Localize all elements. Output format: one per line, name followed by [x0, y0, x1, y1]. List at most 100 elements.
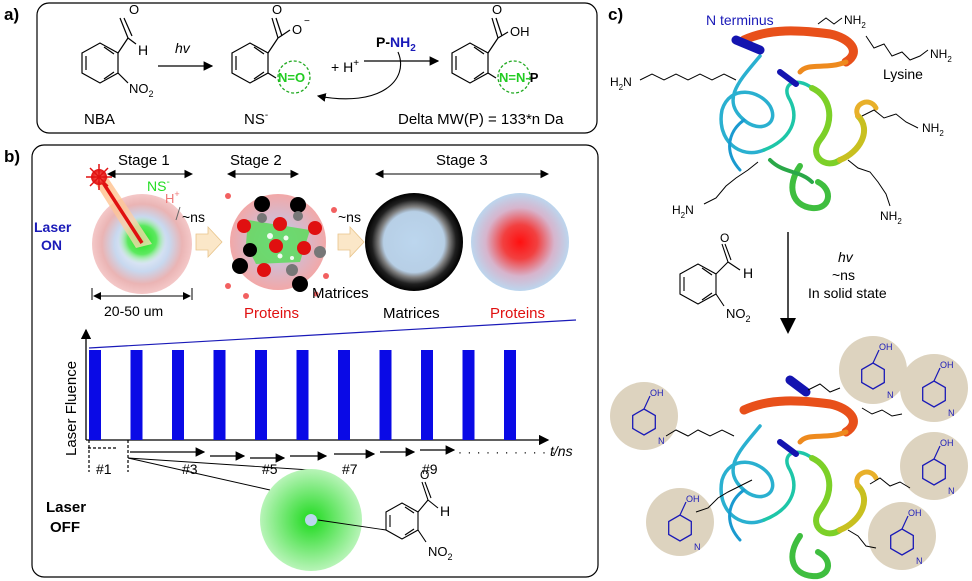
panel-b-label: b): [4, 147, 20, 166]
ns-minus-label: NS-: [147, 177, 170, 194]
adduct-n-label: N: [948, 408, 955, 418]
ns-carboxylate-minus: −: [304, 16, 310, 27]
nba-molecule: [81, 17, 137, 84]
laser-pulse: [462, 350, 475, 440]
adduct-n-label: N: [658, 436, 665, 446]
laser-off-pointer: [317, 519, 387, 531]
adduct-oh-label: OH: [940, 360, 954, 370]
adduct-benzene-ring: [922, 380, 946, 408]
lysine-chains-top: [639, 17, 929, 207]
laser-pulse: [213, 350, 226, 440]
adduct-carboxyl-bond: [679, 501, 687, 516]
delta-mw-label: Delta MW(P) = 133*n Da: [398, 111, 564, 128]
panel-a: a) O H NO2 NBA hv: [4, 2, 598, 134]
nba-molecule-c: [679, 243, 741, 307]
laser-beam-core: [98, 177, 144, 244]
adduct-oh-label: OH: [650, 388, 664, 398]
ns-time-2: ~ns: [338, 209, 361, 225]
size-label: 20-50 um: [104, 303, 163, 319]
product-oh: OH: [510, 24, 530, 39]
adduct-carboxyl-bond: [643, 395, 651, 410]
nba-c-aldehyde-h: H: [743, 265, 753, 281]
adduct-benzene-ring: [668, 514, 692, 542]
ns-time-1: ~ns: [182, 209, 205, 225]
laser-off-center-dot: [305, 514, 317, 526]
time-label-c: ~ns: [832, 267, 855, 283]
laser-pulse: [172, 350, 184, 440]
adduct-n-label: N: [916, 556, 923, 566]
nba-molecule-b: [385, 481, 439, 543]
state-label-c: In solid state: [808, 285, 887, 301]
laser-pulse: [130, 350, 143, 440]
ns-label: NS-: [244, 110, 268, 128]
nba-aldehyde-h: H: [138, 42, 148, 58]
hv-label-a: hv: [175, 40, 191, 56]
laser-off-line-1: Laser: [46, 499, 86, 516]
laser-on-line-1: Laser: [34, 219, 72, 235]
stage-3-label: Stage 3: [436, 152, 488, 169]
adduct-circle: [646, 488, 714, 556]
reagent-protein: P-NH2: [376, 34, 416, 54]
adduct-circle: [900, 432, 968, 500]
adduct-benzene-ring: [632, 408, 656, 436]
continuation-dots: · · · · · · · · · · ·: [458, 445, 556, 459]
stage-3-matrices-label: Matrices: [383, 305, 440, 322]
pulse-label-1: #1: [96, 461, 112, 477]
adduct-benzene-ring: [890, 528, 914, 556]
adduct-carboxyl-bond: [933, 445, 941, 460]
laser-pulse: [296, 350, 309, 440]
nba-oxygen: O: [129, 2, 139, 17]
ns-molecule: [231, 17, 291, 84]
h2n-left: H2N: [610, 75, 632, 92]
n-terminus-label: N terminus: [706, 12, 774, 28]
panel-c-label: c): [608, 5, 623, 24]
nba-b-no2: NO2: [428, 544, 453, 562]
panel-a-label: a): [4, 5, 19, 24]
stage-3-proteins-label: Proteins: [490, 305, 545, 322]
panel-a-frame: [36, 2, 598, 134]
stage-2-matrices-label: Matrices: [312, 285, 369, 302]
laser-pulse: [379, 350, 392, 440]
reaction-arrow-c-head: [780, 318, 796, 334]
adduct-circle: [610, 382, 678, 450]
block-arrow-2: [337, 225, 365, 259]
nh2-right: NH2: [930, 47, 952, 64]
nba-label: NBA: [84, 111, 115, 128]
pulse-label-7: #7: [342, 461, 358, 477]
stage-2-label: Stage 2: [230, 152, 282, 169]
stage-3-matrix-ring: [365, 193, 463, 291]
stage-2-particles: [225, 193, 337, 299]
ns-nitroso-circle: [277, 60, 311, 94]
ns-oxygen-top: O: [272, 2, 282, 17]
laser-pulse: [504, 350, 516, 440]
laser-pulse: [89, 350, 101, 440]
laser-pulse: [338, 350, 350, 440]
fluence-axis-label: Laser Fluence: [63, 361, 80, 456]
nh2-top: NH2: [844, 13, 866, 30]
product-azo-group: N=N-P: [499, 70, 539, 85]
adduct-benzene-ring: [922, 458, 946, 486]
pulse-label-9: #9: [422, 461, 438, 477]
nh2-mid-right: NH2: [922, 121, 944, 138]
h-plus-pointer: [175, 206, 181, 221]
fluence-envelope-line: [88, 319, 577, 349]
lysine-chains-bottom: [665, 383, 911, 549]
time-axis-label: t/ns: [550, 443, 573, 459]
adduct-n-label: N: [948, 486, 955, 496]
h2n-bottom-left: H2N: [672, 203, 694, 220]
nh2-bottom-right: NH2: [880, 209, 902, 226]
pulse-label-5: #5: [262, 461, 278, 477]
pulse-interval-arrows: [88, 440, 456, 472]
protein-ribbon-bottom: [719, 375, 879, 580]
laser-pulse: [421, 350, 433, 440]
nba-c-no2: NO2: [726, 306, 751, 324]
lysine-label: Lysine: [883, 66, 923, 82]
adduct-n-label: N: [694, 542, 701, 552]
zoom-line-left: [127, 457, 271, 491]
adduct-n-label: N: [887, 390, 894, 400]
protein-ribbon-top: [719, 26, 879, 212]
zoom-line-right: [127, 457, 311, 471]
product-molecule: [451, 17, 509, 84]
